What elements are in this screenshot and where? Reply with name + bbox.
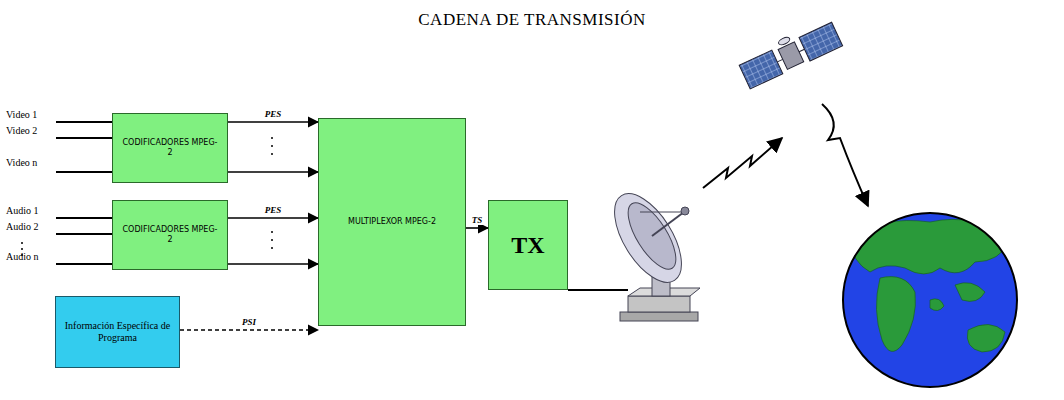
globe [843, 213, 1017, 387]
box-text: TX [511, 231, 544, 260]
box-text: CODIFICADORES MPEG-2 [120, 225, 220, 244]
edge-label: PES [263, 109, 284, 119]
edge-label: TS [470, 215, 485, 225]
box-text: Información Específica de Programa [61, 320, 174, 344]
downlink-arrow [822, 104, 868, 206]
signal-name: Video n [6, 157, 37, 168]
box-text: CODIFICADORES MPEG-2 [120, 138, 220, 157]
tx-box: TX [488, 200, 568, 290]
dish-antenna [601, 183, 700, 321]
encoder-box: CODIFICADORES MPEG-2 [112, 113, 228, 183]
edge-label: PSI [240, 317, 258, 327]
info-box: Información Específica de Programa [55, 296, 180, 368]
signal-arrow [466, 227, 488, 229]
input-lines [56, 122, 112, 264]
signal-arrow [228, 217, 318, 219]
title: CADENA DE TRANSMISIÓN [0, 10, 1064, 30]
signal-name: Video 2 [6, 125, 37, 136]
signal-arrow [180, 329, 318, 331]
signal-arrow [228, 121, 318, 123]
encoder-box: CODIFICADORES MPEG-2 [112, 200, 228, 270]
signal-name: Audio n [6, 251, 39, 262]
signal-arrow [228, 263, 318, 265]
multiplexer-box: MULTIPLEXOR MPEG-2 [318, 118, 466, 326]
signal-name: Audio 1 [6, 205, 39, 216]
edge-label: PES [263, 205, 284, 215]
uplink-arrow [703, 138, 782, 188]
box-text: MULTIPLEXOR MPEG-2 [348, 217, 436, 227]
signal-arrow [228, 171, 318, 173]
signal-name: Audio 2 [6, 221, 39, 232]
satellite [737, 17, 843, 89]
signal-name: Video 1 [6, 109, 37, 120]
feed-line [568, 289, 628, 291]
